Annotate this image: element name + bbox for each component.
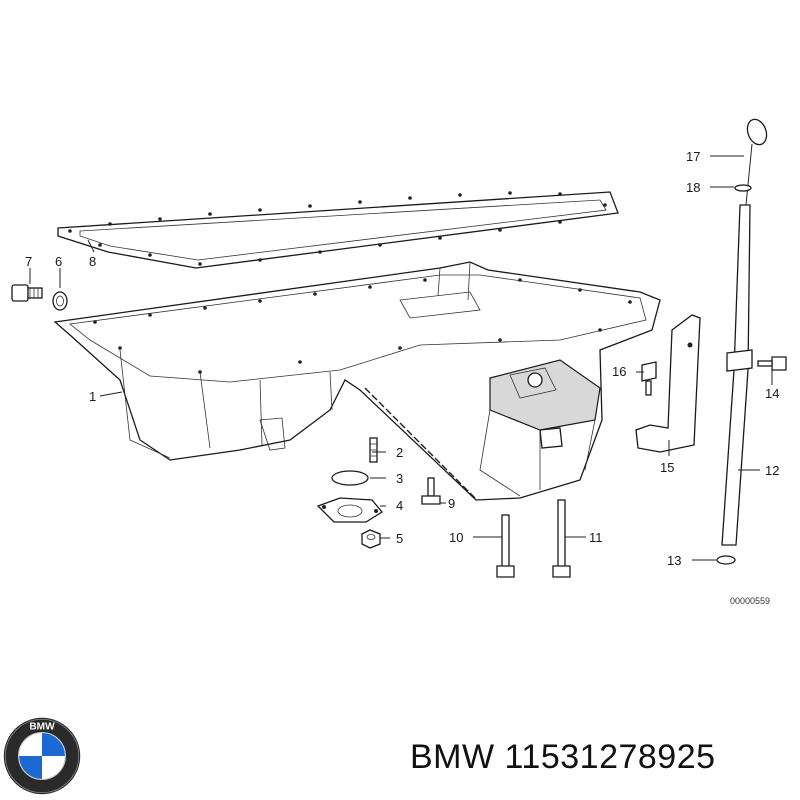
part-number-caption: BMW 11531278925 bbox=[410, 738, 716, 777]
callout-10: 10 bbox=[449, 530, 463, 545]
logo-lettering: BMW bbox=[29, 721, 55, 732]
drain-plug bbox=[11, 284, 43, 302]
nut bbox=[361, 529, 381, 549]
bolt-short bbox=[421, 477, 441, 505]
dipstick-o-ring bbox=[716, 555, 736, 565]
callout-14: 14 bbox=[765, 386, 779, 401]
cover-plate bbox=[316, 497, 383, 523]
callout-7: 7 bbox=[25, 254, 32, 269]
dipstick-guide-tube bbox=[721, 204, 753, 546]
stud-bolt bbox=[369, 437, 378, 463]
bracket bbox=[635, 314, 701, 453]
callout-1: 1 bbox=[89, 389, 96, 404]
dipstick bbox=[745, 118, 768, 206]
drain-plug-seal-ring bbox=[52, 291, 68, 311]
callout-4: 4 bbox=[396, 498, 403, 513]
bracket-bolt-16 bbox=[641, 361, 657, 396]
callout-2: 2 bbox=[396, 445, 403, 460]
callout-16: 16 bbox=[612, 364, 626, 379]
callout-6: 6 bbox=[55, 254, 62, 269]
brand-name: BMW bbox=[410, 738, 495, 776]
callout-9: 9 bbox=[448, 496, 455, 511]
callout-18: 18 bbox=[686, 180, 700, 195]
bmw-logo: BMW bbox=[3, 717, 81, 795]
oil-pan-gasket bbox=[57, 191, 619, 269]
callout-15: 15 bbox=[660, 460, 674, 475]
callout-12: 12 bbox=[765, 463, 779, 478]
bolt-long-11 bbox=[552, 499, 571, 578]
leader-lines bbox=[29, 155, 773, 561]
callout-17: 17 bbox=[686, 149, 700, 164]
callout-3: 3 bbox=[396, 471, 403, 486]
o-ring bbox=[331, 470, 369, 486]
oil-pan bbox=[53, 261, 661, 501]
drawing-code: 00000559 bbox=[730, 596, 770, 606]
callout-8: 8 bbox=[89, 254, 96, 269]
callout-11: 11 bbox=[589, 530, 603, 545]
bolt-long-10 bbox=[496, 514, 515, 578]
part-number: 11531278925 bbox=[504, 738, 716, 776]
callout-5: 5 bbox=[396, 531, 403, 546]
callout-13: 13 bbox=[667, 553, 681, 568]
bracket-bolt-14 bbox=[757, 356, 787, 371]
dipstick-seal bbox=[734, 184, 752, 192]
